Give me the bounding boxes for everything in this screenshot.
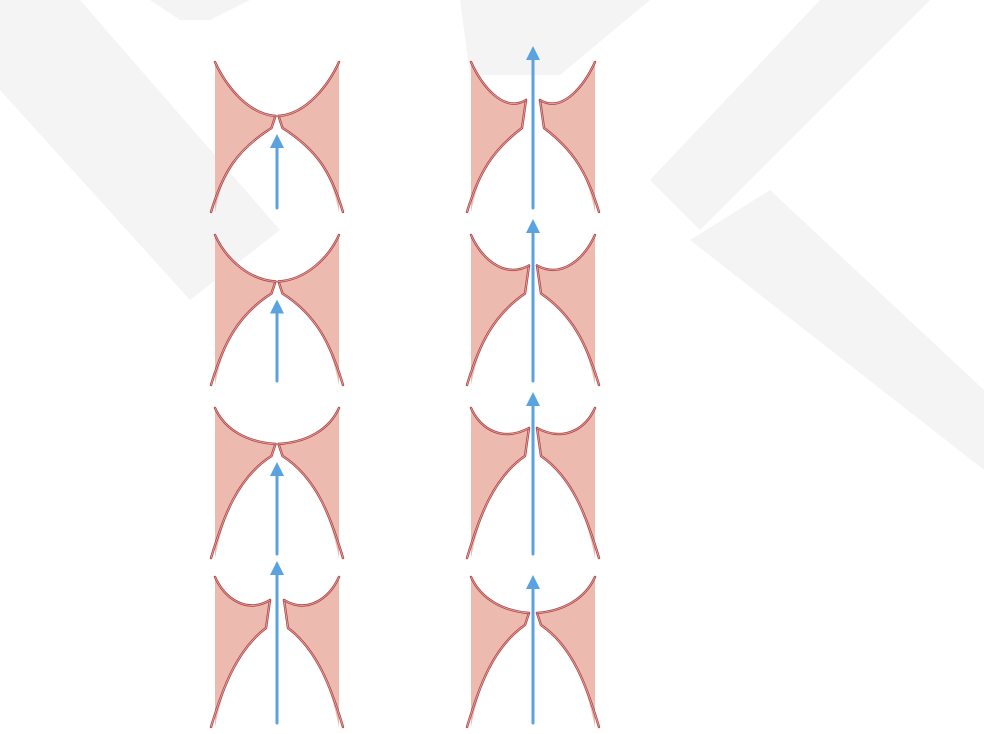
watermark-logo bbox=[0, 0, 984, 470]
flow-arrow-head bbox=[270, 561, 284, 575]
valve-panel-left-4 bbox=[211, 561, 343, 727]
flow-arrow-head bbox=[526, 392, 540, 406]
valve-panel-right-4 bbox=[467, 575, 599, 727]
valve-panels bbox=[211, 46, 599, 727]
valve-panel-left-3 bbox=[211, 408, 343, 558]
valve-panel-right-3 bbox=[467, 392, 599, 558]
flow-arrow-head bbox=[270, 134, 284, 148]
flow-arrow-head bbox=[526, 575, 540, 589]
flow-arrow-head bbox=[526, 219, 540, 233]
flow-arrow-head bbox=[270, 300, 284, 314]
valve-panel-left-2 bbox=[211, 235, 343, 385]
valve-panel-right-2 bbox=[467, 219, 599, 385]
flow-arrow-head bbox=[270, 462, 284, 476]
